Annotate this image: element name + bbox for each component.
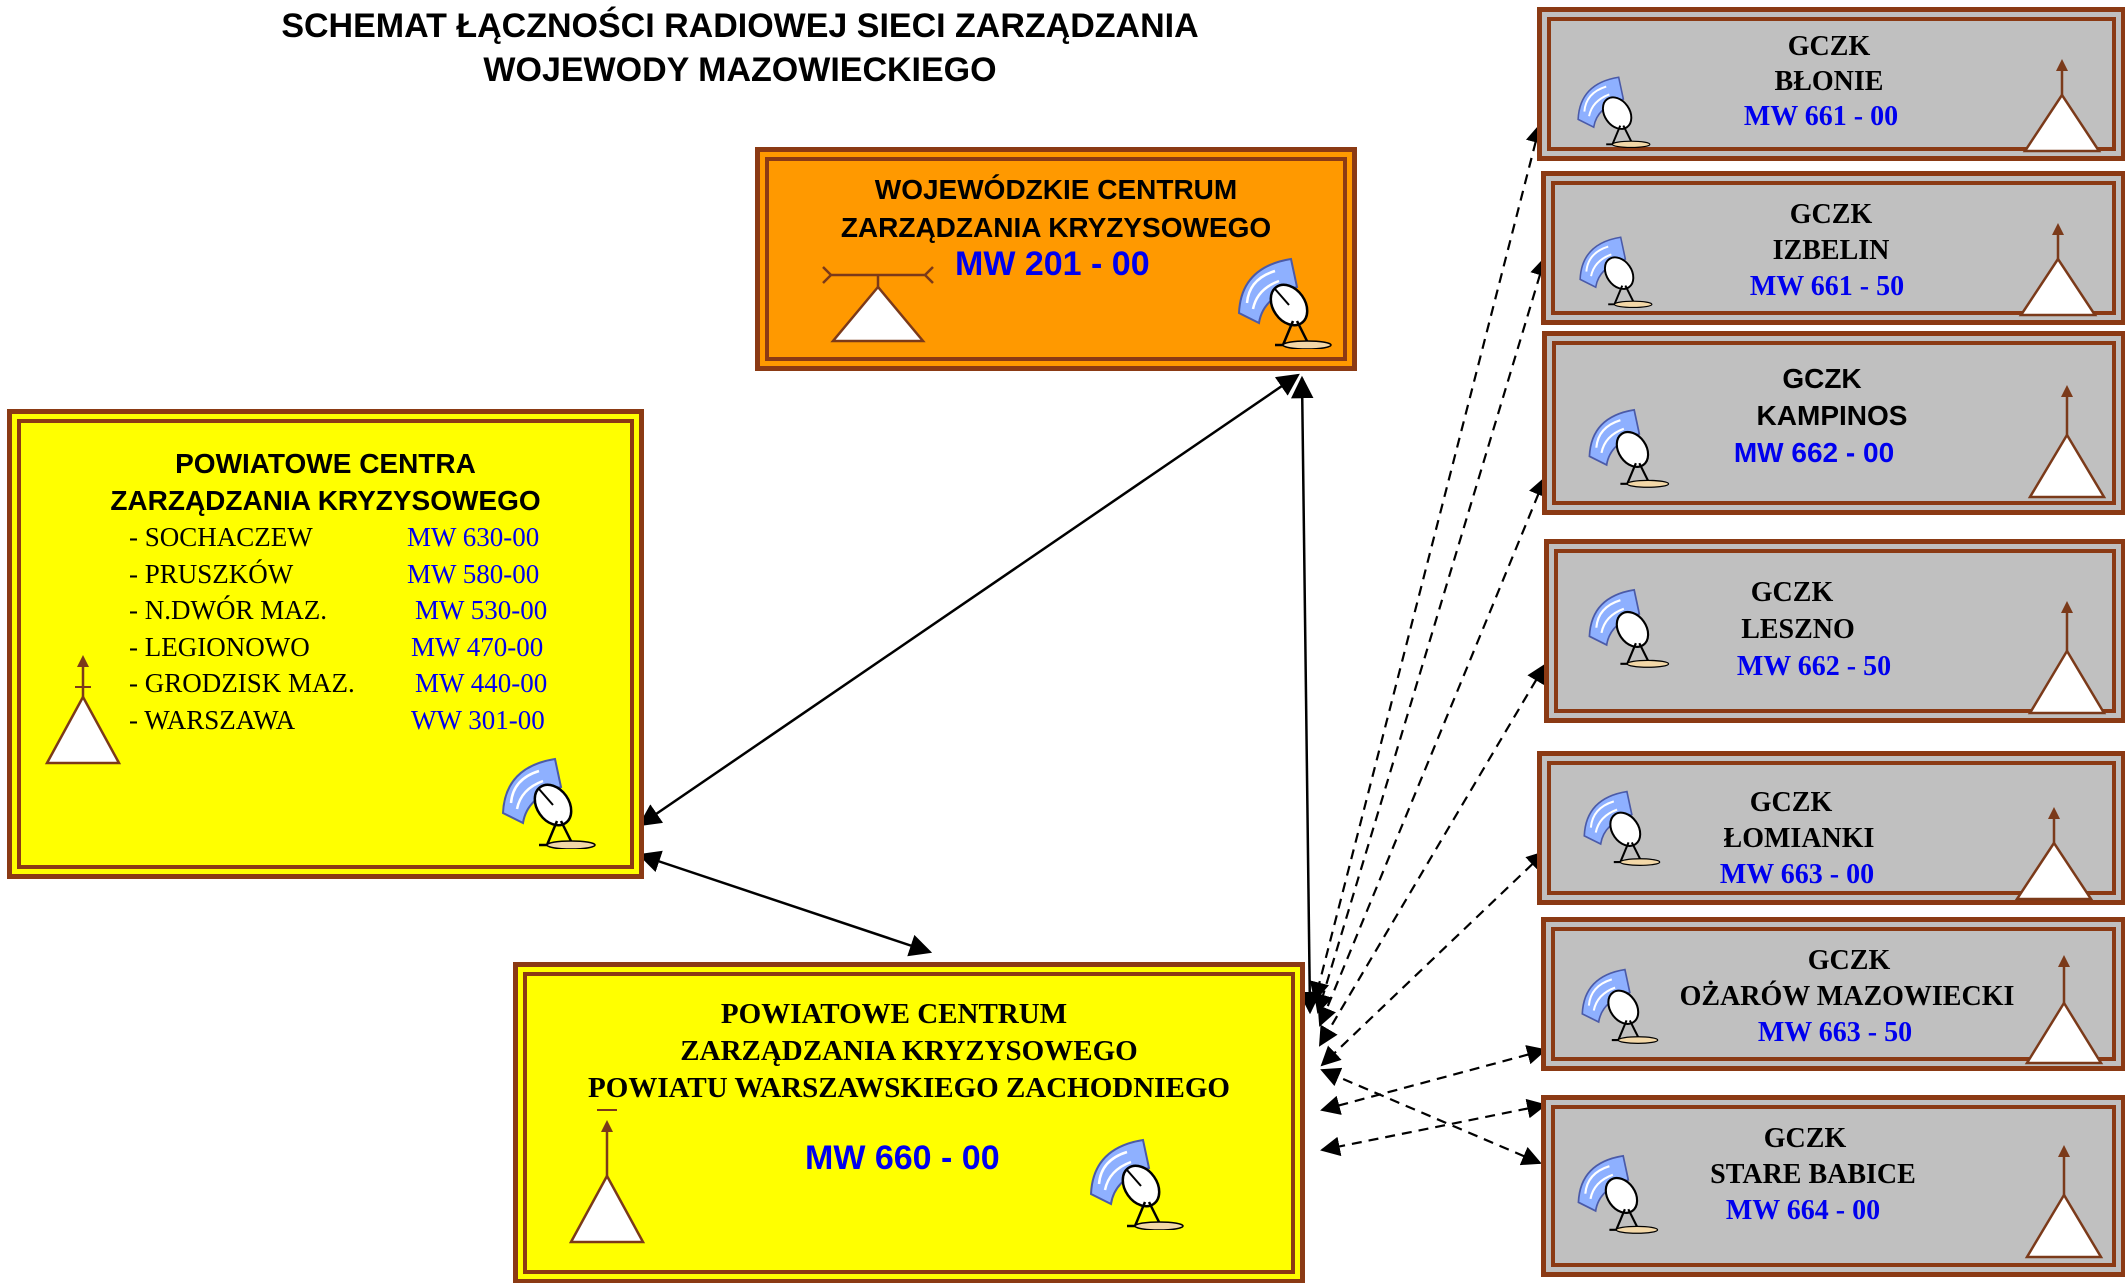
pczk-wz-box: POWIATOWE CENTRUM ZARZĄDZANIA KRYZYSOWEG… bbox=[513, 962, 1305, 1283]
list-item-name: - PRUSZKÓW bbox=[129, 558, 294, 589]
pczk-list-line-1: POWIATOWE CENTRA bbox=[175, 448, 476, 479]
gczk-label: GCZK bbox=[1789, 199, 1873, 230]
list-item-code: MW 630-00 bbox=[407, 522, 540, 552]
antenna-mast-icon bbox=[2027, 385, 2107, 499]
link-pczk-list-pczk-wz bbox=[637, 850, 933, 957]
list-item-name: - SOCHACZEW bbox=[129, 522, 313, 552]
satellite-dish-icon bbox=[1089, 1138, 1184, 1230]
gczk-box-lomianki: GCZK ŁOMIANKI MW 663 - 00 bbox=[1537, 751, 2125, 905]
gczk-name: BŁONIE bbox=[1774, 66, 1884, 97]
link-gczk-ozarow bbox=[1320, 1045, 1547, 1115]
gczk-box-ozarow: GCZK OŻARÓW MAZOWIECKI MW 663 - 50 bbox=[1541, 917, 2125, 1071]
gczk-label: GCZK bbox=[1787, 31, 1871, 62]
list-item-code: MW 530-00 bbox=[415, 595, 548, 625]
link-wczk-pczk-wz bbox=[1291, 375, 1321, 1015]
pczk-list-box: POWIATOWE CENTRA ZARZĄDZANIA KRYZYSOWEGO… bbox=[7, 409, 644, 879]
list-item-code: MW 440-00 bbox=[415, 668, 548, 698]
gczk-box-kampinos: GCZK KAMPINOS MW 662 - 00 bbox=[1542, 331, 2125, 515]
list-item-name: - N.DWÓR MAZ. bbox=[129, 595, 327, 625]
antenna-mast-icon bbox=[2018, 223, 2098, 317]
pczk-wz-line-3: POWIATU WARSZAWSKIEGO ZACHODNIEGO bbox=[588, 1072, 1230, 1104]
pczk-list: - SOCHACZEW MW 630-00 - PRUSZKÓW MW 580-… bbox=[129, 519, 547, 738]
satellite-dish-icon bbox=[1577, 76, 1651, 149]
link-wczk-pczk-list bbox=[638, 373, 1300, 827]
link-gczk-izbelin bbox=[1313, 256, 1550, 1014]
satellite-dish-icon bbox=[501, 757, 596, 849]
list-item-code: WW 301-00 bbox=[411, 704, 545, 735]
antenna-mast-icon bbox=[822, 266, 934, 343]
link-gczk-stare-babice-2 bbox=[1320, 1098, 1547, 1157]
gczk-code: MW 662 - 50 bbox=[1736, 651, 1892, 682]
satellite-dish-icon bbox=[1581, 968, 1659, 1044]
gczk-box-izbelin: GCZK IZBELIN MW 661 - 50 bbox=[1541, 171, 2125, 325]
pczk-wz-line-2: ZARZĄDZANIA KRYZYSOWEGO bbox=[680, 1035, 1138, 1067]
list-item-code: MW 470-00 bbox=[411, 631, 544, 662]
wczk-code: MW 201 - 00 bbox=[955, 245, 1150, 283]
wczk-line-2: ZARZĄDZANIA KRYZYSOWEGO bbox=[840, 212, 1272, 243]
gczk-code: MW 664 - 00 bbox=[1725, 1195, 1881, 1226]
antenna-mast-icon bbox=[44, 655, 122, 765]
antenna-mast-icon bbox=[568, 1109, 646, 1244]
gczk-code: MW 662 - 00 bbox=[1733, 437, 1895, 468]
link-gczk-stare-babice bbox=[1320, 1067, 1542, 1166]
list-item-name: - LEGIONOWO bbox=[129, 631, 310, 662]
wczk-line-1: WOJEWÓDZKIE CENTRUM bbox=[874, 174, 1238, 205]
satellite-dish-icon bbox=[1237, 257, 1332, 349]
gczk-name: KAMPINOS bbox=[1756, 400, 1908, 431]
list-item: - PRUSZKÓW MW 580-00 bbox=[129, 556, 547, 593]
gczk-code: MW 661 - 00 bbox=[1743, 101, 1899, 132]
gczk-box-leszno: GCZK LESZNO MW 662 - 50 bbox=[1544, 539, 2125, 723]
gczk-name: IZBELIN bbox=[1772, 235, 1890, 266]
gczk-name: ŁOMIANKI bbox=[1723, 823, 1875, 854]
gczk-box-stare-babice: GCZK STARE BABICE MW 664 - 00 bbox=[1541, 1095, 2125, 1277]
satellite-dish-icon bbox=[1583, 790, 1661, 866]
gczk-code: MW 661 - 50 bbox=[1749, 271, 1905, 302]
title-line-2: WOJEWODY MAZOWIECKIEGO bbox=[483, 51, 997, 89]
list-item: - N.DWÓR MAZ. MW 530-00 bbox=[129, 592, 547, 629]
gczk-label: GCZK bbox=[1782, 363, 1862, 394]
link-gczk-lomianki bbox=[1320, 850, 1547, 1067]
gczk-name: STARE BABICE bbox=[1710, 1159, 1916, 1190]
list-item-code: MW 580-00 bbox=[407, 558, 540, 589]
antenna-mast-icon bbox=[2027, 601, 2107, 715]
gczk-label: GCZK bbox=[1807, 945, 1891, 976]
antenna-mast-icon bbox=[2024, 1145, 2104, 1259]
gczk-code: MW 663 - 50 bbox=[1757, 1017, 1913, 1048]
list-item: - GRODZISK MAZ. MW 440-00 bbox=[129, 665, 547, 702]
list-item: - WARSZAWA WW 301-00 bbox=[129, 702, 547, 739]
diagram-title: SCHEMAT ŁĄCZNOŚCI RADIOWEJ SIECI ZARZĄDZ… bbox=[100, 4, 1380, 92]
gczk-label: GCZK bbox=[1763, 1123, 1847, 1154]
gczk-box-blonie: GCZK BŁONIE MW 661 - 00 bbox=[1537, 7, 2125, 161]
title-line-1: SCHEMAT ŁĄCZNOŚCI RADIOWEJ SIECI ZARZĄDZ… bbox=[281, 7, 1199, 45]
list-item-name: - WARSZAWA bbox=[129, 704, 296, 735]
list-item-name: - GRODZISK MAZ. bbox=[129, 668, 355, 698]
gczk-label: GCZK bbox=[1749, 787, 1833, 818]
pczk-wz-line-1: POWIATOWE CENTRUM bbox=[720, 998, 1068, 1030]
gczk-name: OŻARÓW MAZOWIECKI bbox=[1679, 981, 2015, 1012]
pczk-list-line-2: ZARZĄDZANIA KRYZYSOWEGO bbox=[110, 485, 541, 516]
satellite-dish-icon bbox=[1588, 588, 1670, 668]
gczk-name: LESZNO bbox=[1741, 614, 1855, 645]
satellite-dish-icon bbox=[1579, 236, 1653, 309]
satellite-dish-icon bbox=[1577, 1154, 1659, 1234]
link-gczk-kampinos bbox=[1317, 476, 1548, 1027]
list-item: - SOCHACZEW MW 630-00 bbox=[129, 519, 547, 556]
antenna-mast-icon bbox=[2022, 59, 2102, 153]
pczk-wz-code: MW 660 - 00 bbox=[805, 1139, 1000, 1177]
antenna-mast-icon bbox=[2024, 955, 2104, 1065]
gczk-label: GCZK bbox=[1750, 577, 1834, 608]
satellite-dish-icon bbox=[1588, 408, 1670, 488]
list-item: - LEGIONOWO MW 470-00 bbox=[129, 629, 547, 666]
gczk-code: MW 663 - 00 bbox=[1719, 859, 1875, 890]
antenna-mast-icon bbox=[2014, 807, 2094, 901]
wczk-box: WOJEWÓDZKIE CENTRUM ZARZĄDZANIA KRYZYSOW… bbox=[755, 147, 1357, 371]
link-gczk-leszno bbox=[1318, 663, 1547, 1047]
